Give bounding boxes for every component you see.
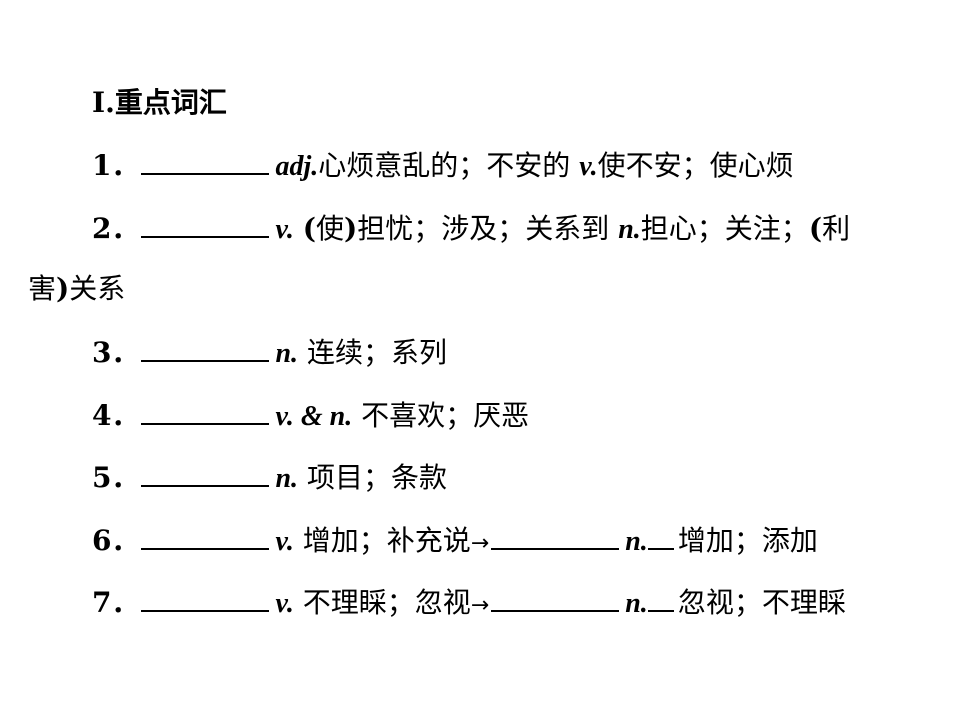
definition: 项目；条款 <box>306 461 447 494</box>
list-item-1: 1． adj.心烦意乱的；不安的 v.使不安；使心烦 <box>0 143 960 187</box>
paren-close: ) <box>344 212 358 245</box>
part-of-speech: v. <box>275 588 294 619</box>
part-of-speech: n. <box>275 463 299 494</box>
definition-2: 增加；添加 <box>677 524 818 557</box>
part-of-speech: v. <box>275 214 294 245</box>
list-item-2-continued: 害)关系 <box>0 269 960 309</box>
list-item-3: 3． n. 连续；系列 <box>0 330 960 374</box>
definition: 心烦意乱的；不安的 <box>318 149 571 182</box>
item-number: 5． <box>92 461 140 494</box>
answer-blank[interactable] <box>141 330 270 362</box>
definition-wrap-b: 害 <box>28 272 57 305</box>
item-number: 1． <box>92 149 140 182</box>
definition: 增加；补充说 <box>302 524 471 557</box>
answer-blank[interactable] <box>141 455 270 487</box>
answer-blank[interactable] <box>141 518 270 550</box>
answer-blank[interactable] <box>141 393 270 425</box>
definition: 连续；系列 <box>306 336 447 369</box>
part-of-speech-2: n. <box>618 214 641 245</box>
part-of-speech: adj. <box>275 151 319 182</box>
paren-open-2: ( <box>808 212 823 245</box>
list-item-5: 5． n. 项目；条款 <box>0 455 960 499</box>
list-item-6: 6． v. 增加；补充说→ n. 增加；添加 <box>0 518 960 564</box>
definition: 不理睬；忽视 <box>302 586 471 619</box>
definition: 担忧；涉及；关系到 <box>357 212 610 245</box>
definition-wrap-rest: 关系 <box>69 272 126 305</box>
part-of-speech-2: n. <box>625 588 648 619</box>
definition-2: 担心；关注； <box>640 212 809 245</box>
definition-wrap-a: 利 <box>822 212 851 245</box>
part-of-speech-2: v. <box>579 151 598 182</box>
part-of-speech: v. <box>275 526 294 557</box>
answer-blank-3[interactable] <box>647 580 674 612</box>
part-of-speech: v. & n. <box>275 401 353 432</box>
definition-prefix: 使 <box>316 212 345 245</box>
section-heading: Ⅰ.重点词汇 <box>92 86 227 119</box>
item-number: 6． <box>92 524 140 557</box>
answer-blank-2[interactable] <box>491 580 620 612</box>
part-of-speech-2: n. <box>625 526 648 557</box>
item-number: 2． <box>92 212 140 245</box>
answer-blank[interactable] <box>141 206 270 238</box>
part-of-speech: n. <box>275 338 299 369</box>
item-number: 3． <box>92 336 140 369</box>
answer-blank-3[interactable] <box>647 518 674 550</box>
list-item-2: 2．v. (使)担忧；涉及；关系到 n.担心；关注；(利 <box>0 206 960 250</box>
answer-blank[interactable] <box>141 143 270 175</box>
paren-close-2: ) <box>56 272 70 305</box>
arrow-icon: → <box>470 531 490 556</box>
definition: 不喜欢；厌恶 <box>361 399 530 432</box>
definition-2: 忽视；不理睬 <box>677 586 846 619</box>
list-item-4: 4． v. & n. 不喜欢；厌恶 <box>0 393 960 437</box>
item-number: 7． <box>92 586 140 619</box>
list-item-7: 7． v. 不理睬；忽视→ n. 忽视；不理睬 <box>0 580 960 626</box>
answer-blank-2[interactable] <box>491 518 620 550</box>
item-number: 4． <box>92 399 140 432</box>
answer-blank[interactable] <box>141 580 270 612</box>
arrow-icon: → <box>470 593 490 618</box>
definition-2: 使不安；使心烦 <box>597 149 794 182</box>
paren-open: ( <box>302 212 317 245</box>
